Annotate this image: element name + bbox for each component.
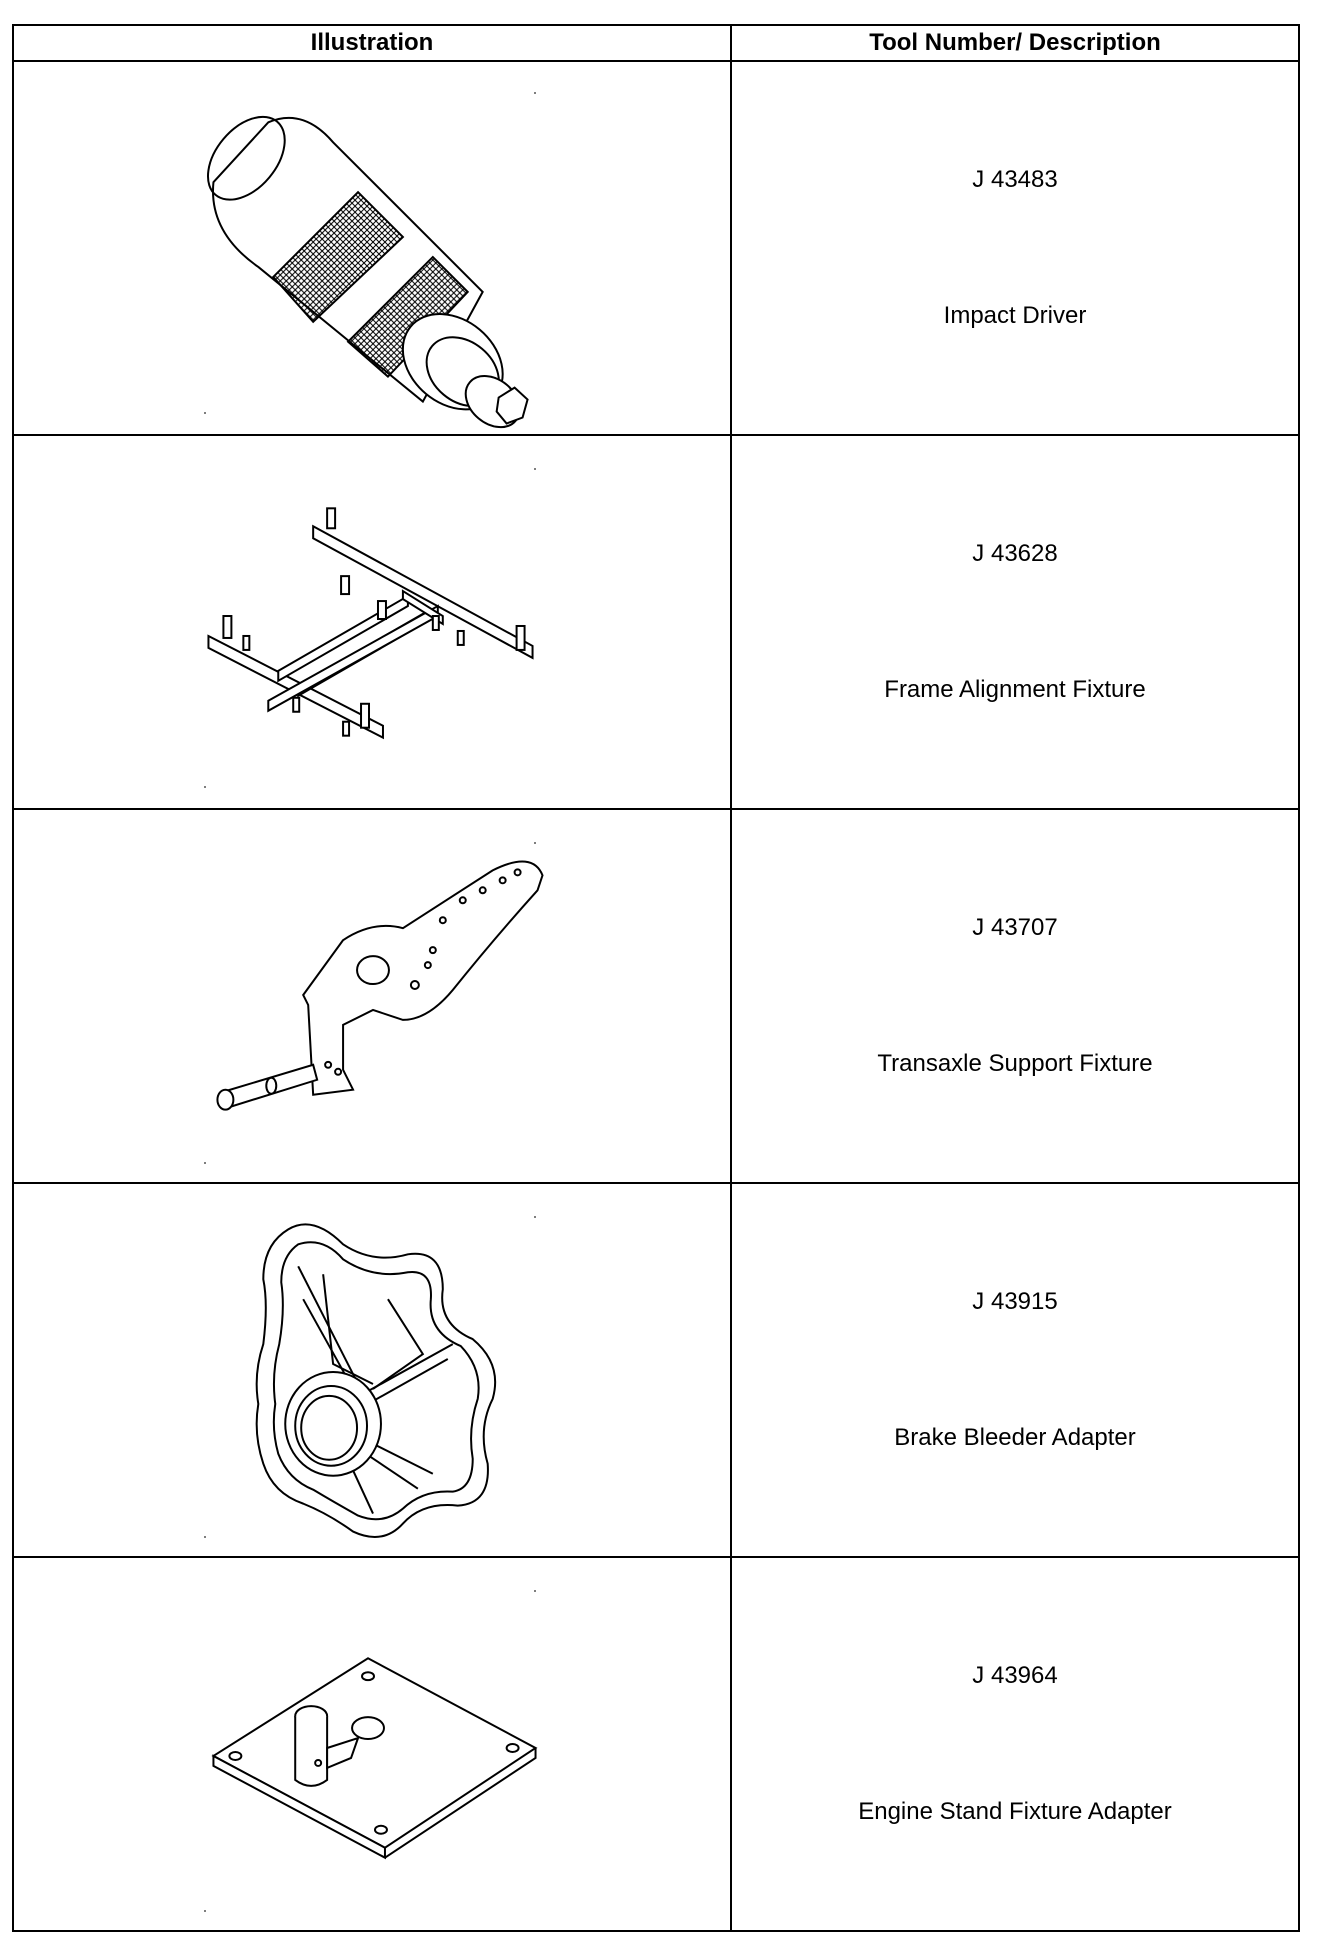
illustration-cell bbox=[12, 60, 732, 436]
table-row: J 43964 Engine Stand Fixture Adapter bbox=[12, 1556, 1300, 1932]
tool-cell: J 43628 Frame Alignment Fixture bbox=[730, 434, 1300, 810]
illustration-cell bbox=[12, 1556, 732, 1932]
tools-table: Illustration Tool Number/ Description bbox=[12, 24, 1300, 1932]
tool-number: J 43628 bbox=[972, 540, 1058, 567]
illustration-cell bbox=[12, 1182, 732, 1558]
table-row: J 43628 Frame Alignment Fixture bbox=[12, 434, 1300, 810]
tool-number: J 43707 bbox=[972, 914, 1058, 941]
tool-number: J 43964 bbox=[972, 1662, 1058, 1689]
tool-description: Engine Stand Fixture Adapter bbox=[858, 1798, 1172, 1825]
table-row: J 43707 Transaxle Support Fixture bbox=[12, 808, 1300, 1184]
impact-driver-icon bbox=[206, 115, 529, 429]
tool-description: Impact Driver bbox=[943, 302, 1087, 329]
transaxle-support-fixture-icon bbox=[216, 860, 544, 1111]
brake-bleeder-adapter-icon bbox=[255, 1223, 497, 1538]
frame-alignment-fixture-icon bbox=[207, 507, 534, 740]
tool-description: Frame Alignment Fixture bbox=[884, 676, 1146, 703]
tool-cell: J 43707 Transaxle Support Fixture bbox=[730, 808, 1300, 1184]
header-illustration: Illustration bbox=[12, 24, 732, 62]
tool-number: J 43915 bbox=[972, 1288, 1058, 1315]
header-tool-number-description: Tool Number/ Description bbox=[730, 24, 1300, 62]
table-row: J 43483 Impact Driver bbox=[12, 60, 1300, 436]
engine-stand-fixture-adapter-icon bbox=[211, 1657, 538, 1860]
tool-cell: J 43915 Brake Bleeder Adapter bbox=[730, 1182, 1300, 1558]
tool-description: Brake Bleeder Adapter bbox=[894, 1424, 1136, 1451]
tool-number: J 43483 bbox=[972, 166, 1058, 193]
tool-description: Transaxle Support Fixture bbox=[877, 1050, 1153, 1077]
tool-cell: J 43483 Impact Driver bbox=[730, 60, 1300, 436]
table-row: J 43915 Brake Bleeder Adapter bbox=[12, 1182, 1300, 1558]
tool-cell: J 43964 Engine Stand Fixture Adapter bbox=[730, 1556, 1300, 1932]
illustration-cell bbox=[12, 434, 732, 810]
table-header-row: Illustration Tool Number/ Description bbox=[12, 24, 1300, 62]
illustration-cell bbox=[12, 808, 732, 1184]
